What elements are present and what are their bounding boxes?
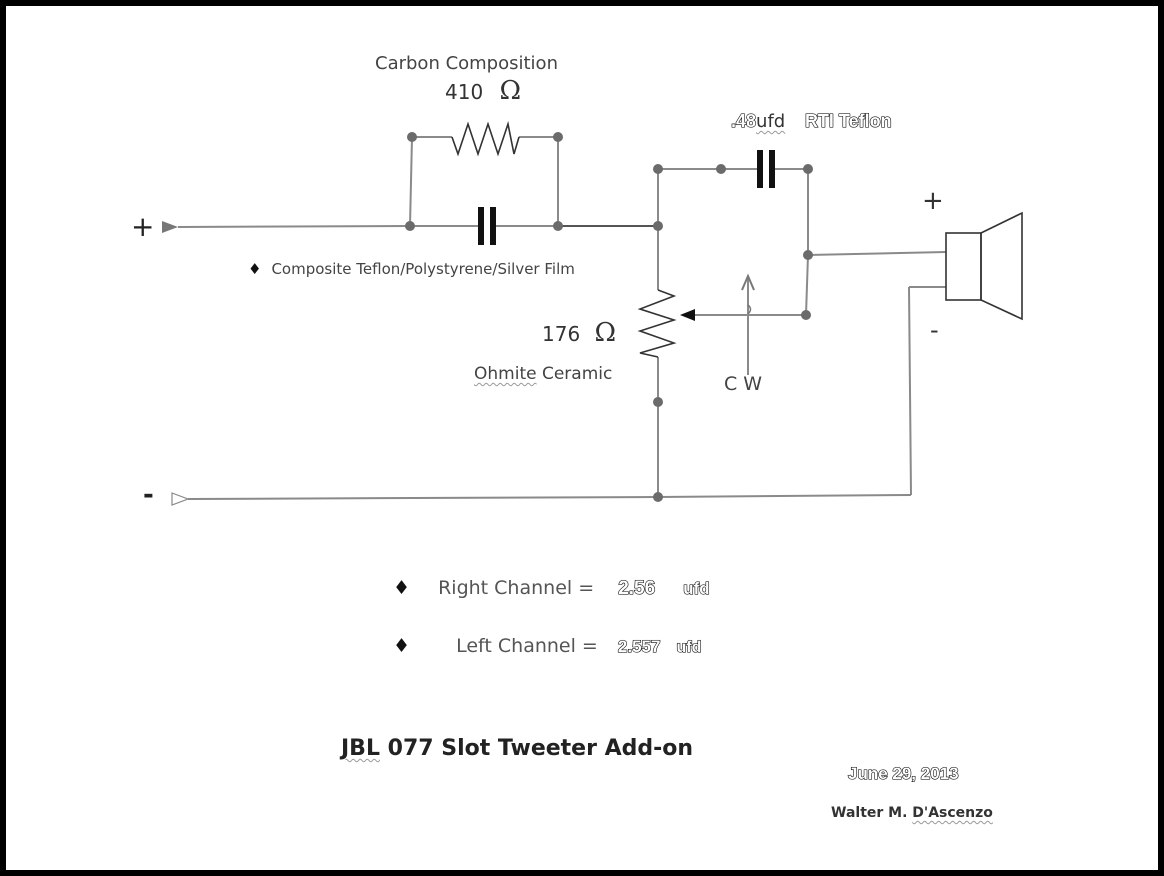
series-capacitor-symbol xyxy=(478,207,496,245)
junction-nodes xyxy=(405,132,813,502)
node xyxy=(405,221,415,231)
node xyxy=(653,397,663,407)
wire-speaker-plus xyxy=(807,251,947,256)
bypass-capacitor-symbol xyxy=(757,150,775,188)
author: Walter M. D'Ascenzo xyxy=(831,805,993,821)
pot-value-label: 176 Ω xyxy=(542,318,616,348)
bullet-icon: ♦ xyxy=(248,260,262,278)
input-minus-arrow xyxy=(171,492,190,506)
cw-label: C W xyxy=(724,373,763,395)
speaker-minus-label: - xyxy=(930,316,939,344)
channel-right: ♦ Right Channel = 2.56 ufd xyxy=(393,577,710,600)
node xyxy=(407,132,417,142)
channel-left: ♦ Left Channel = 2.557 ufd xyxy=(393,635,702,657)
pot-brand: Ohmite xyxy=(474,364,537,384)
diagram-title: JBL 077 Slot Tweeter Add-on xyxy=(341,736,693,761)
channel-value: 2.557 xyxy=(617,636,661,656)
wire-rbranch-left xyxy=(409,136,413,227)
channel-unit: ufd xyxy=(676,638,702,656)
channel-unit: ufd xyxy=(683,578,711,598)
pot-type-label: Ohmite Ceramic xyxy=(474,364,612,384)
wiper-arrowhead xyxy=(680,309,695,321)
node xyxy=(803,164,813,174)
node xyxy=(553,132,563,142)
bypass-cap-type: RTI Teflon xyxy=(804,110,892,131)
ohm-symbol: Ω xyxy=(499,76,522,106)
node xyxy=(801,310,811,320)
resistor-type-label: Carbon Composition xyxy=(375,53,558,74)
author-last: D'Ascenzo xyxy=(912,805,993,821)
potentiometer-symbol xyxy=(637,289,677,358)
bullet-icon: ♦ xyxy=(393,577,411,599)
ohm-symbol: Ω xyxy=(594,318,617,348)
node xyxy=(553,221,563,231)
node xyxy=(653,221,663,231)
channel-label: Left Channel = xyxy=(456,635,598,657)
title-brand: JBL xyxy=(341,736,380,761)
bypass-cap-value-label: .48ufd RTI Teflon xyxy=(730,110,892,132)
bullet-icon: ♦ xyxy=(393,635,411,657)
node xyxy=(653,492,663,502)
channel-label: Right Channel = xyxy=(438,577,595,599)
input-plus-label: + xyxy=(131,210,155,243)
bypass-cap-value: .48 xyxy=(730,110,757,131)
series-cap-text: Composite Teflon/Polystyrene/Silver Film xyxy=(271,260,575,278)
channel-value: 2.56 xyxy=(618,577,656,599)
wire-input-minus xyxy=(187,496,659,500)
resistor-410-symbol xyxy=(451,120,520,157)
pot-type: Ceramic xyxy=(536,364,613,384)
series-cap-label: ♦ Composite Teflon/Polystyrene/Silver Fil… xyxy=(248,260,575,278)
node xyxy=(803,250,813,260)
node xyxy=(716,164,726,174)
pot-value: 176 xyxy=(542,322,581,346)
schematic-sheet xyxy=(6,6,1158,870)
resistor-value-label: 410 Ω xyxy=(445,76,521,106)
author-first: Walter M. xyxy=(831,805,913,821)
cw-arrow-head xyxy=(741,273,755,291)
input-plus-arrow xyxy=(162,221,178,233)
node xyxy=(653,164,663,174)
speaker-plus-label: + xyxy=(922,186,944,216)
title-rest: 077 Slot Tweeter Add-on xyxy=(379,736,694,761)
wire-input-plus xyxy=(177,225,411,228)
input-minus-label: - xyxy=(143,480,154,510)
resistor-value: 410 xyxy=(445,80,484,104)
speaker-icon xyxy=(945,211,1023,321)
diagram-date: June 29, 2013 xyxy=(847,763,959,783)
bypass-cap-unit: ufd xyxy=(756,111,786,132)
